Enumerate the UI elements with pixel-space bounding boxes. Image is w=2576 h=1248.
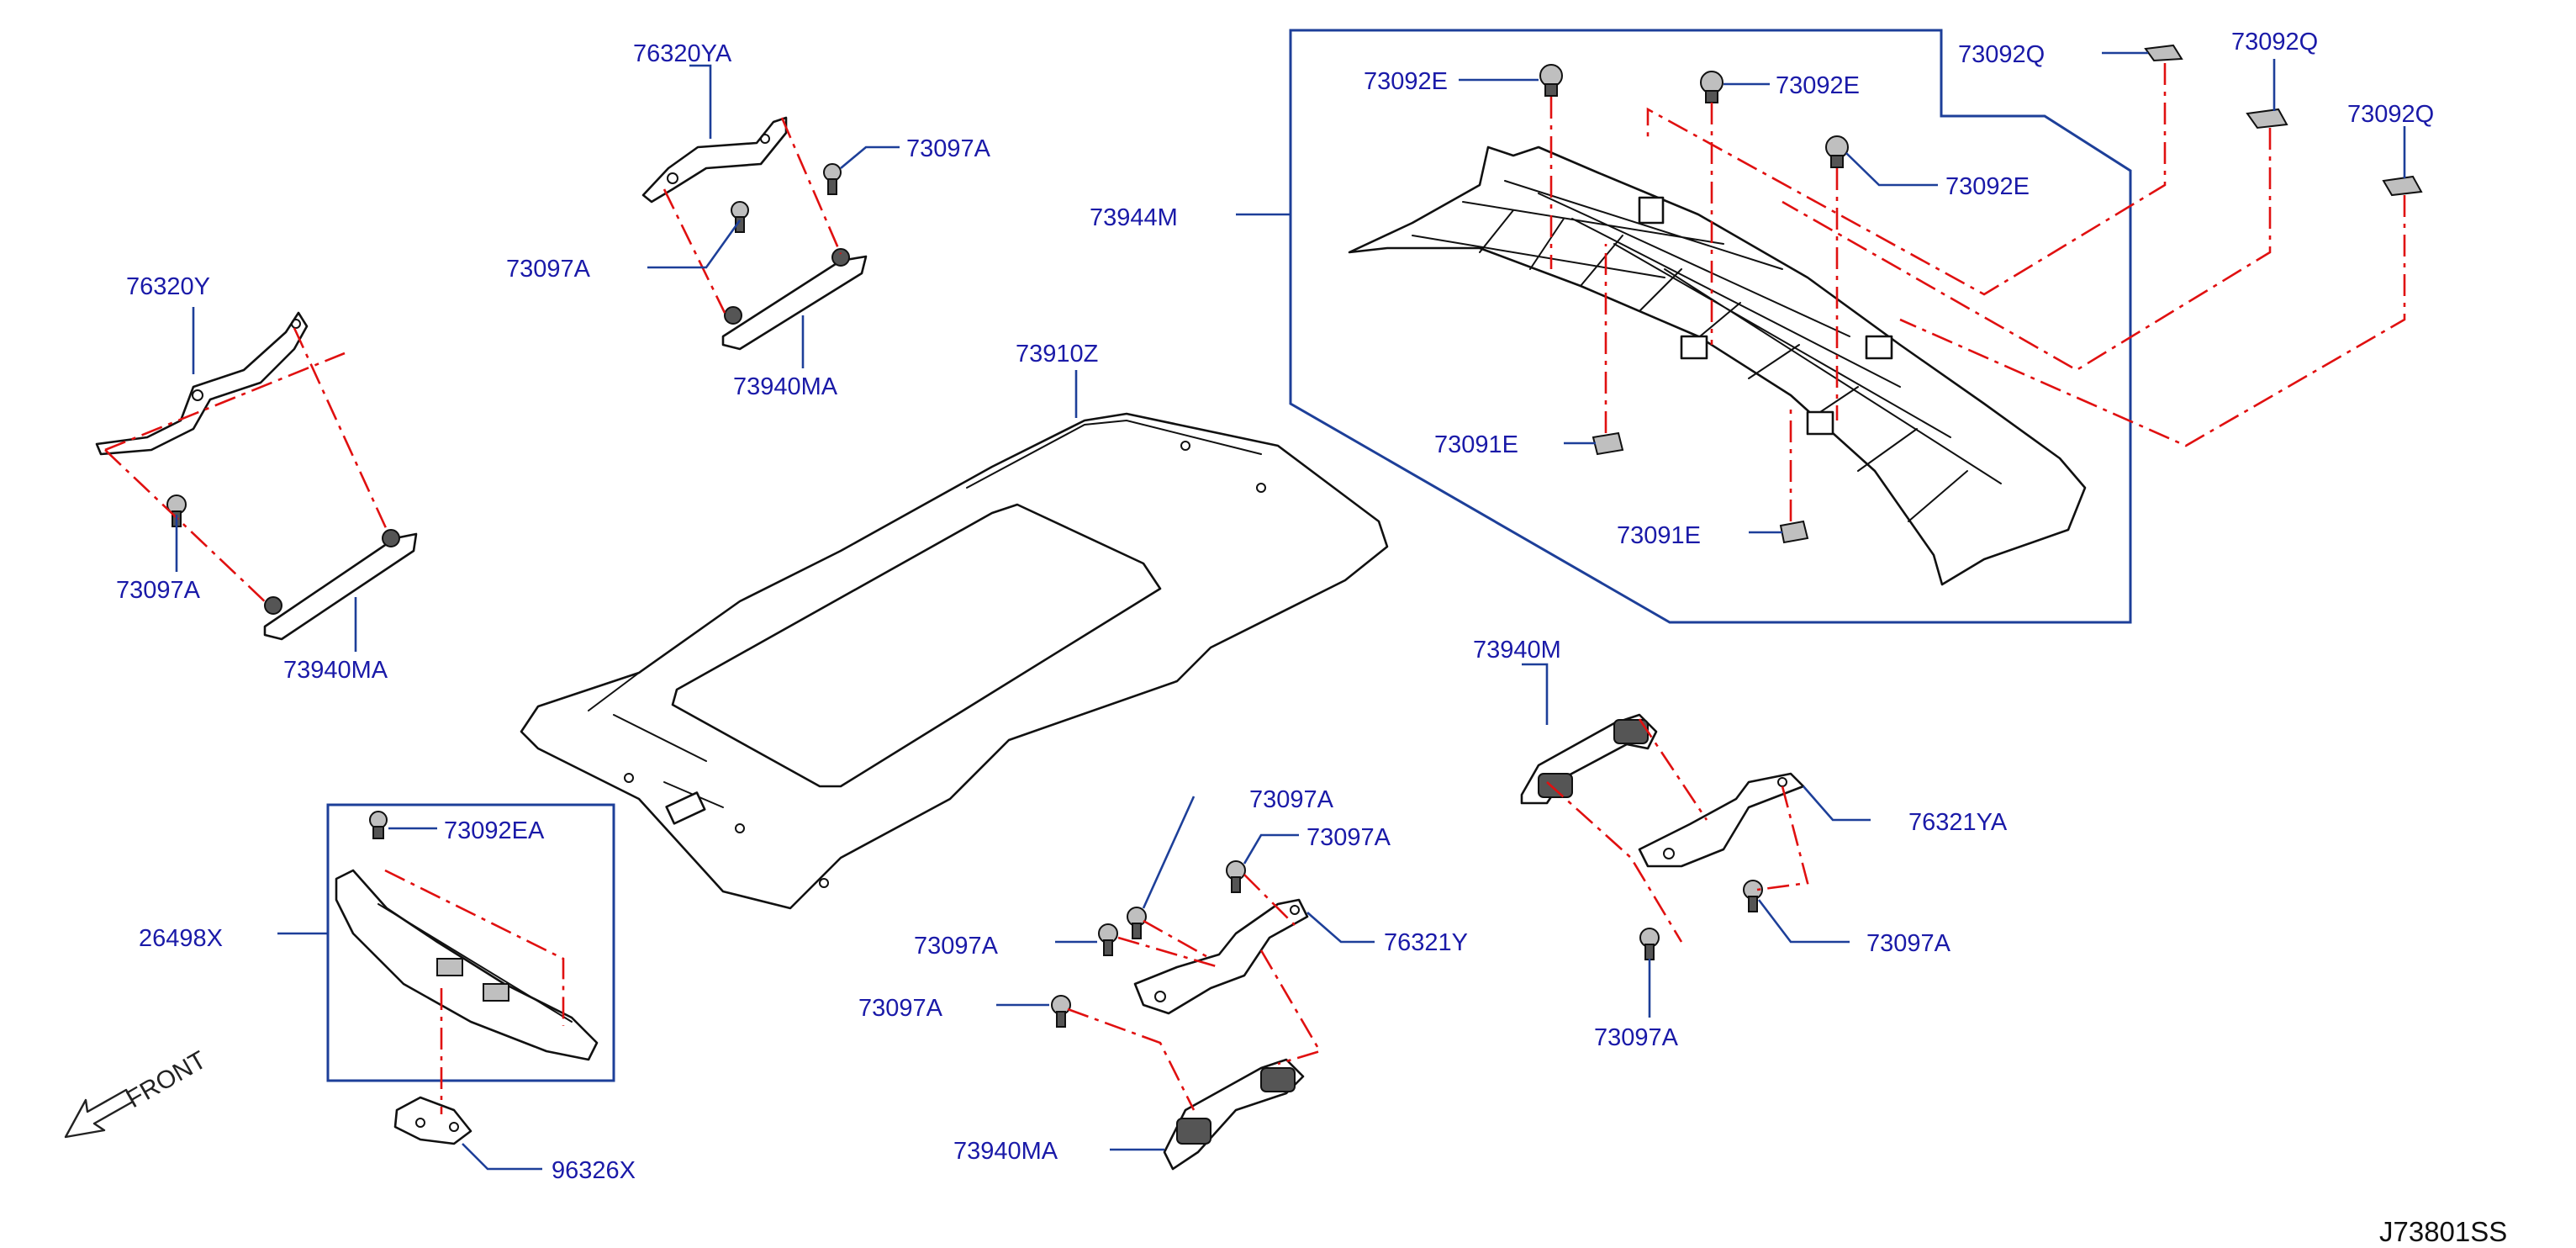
map-lamp-26498X <box>335 869 599 1061</box>
label-73092E-b: 73092E <box>1776 72 1860 99</box>
dash-right-handle-b <box>1638 718 1809 891</box>
dash-right-handle-a <box>1546 781 1683 943</box>
label-73097A-i: 73097A <box>858 995 943 1022</box>
clip-73097A-right-a <box>1743 880 1763 912</box>
label-73092EA: 73092EA <box>444 817 545 844</box>
label-73097A-c: 73097A <box>116 577 201 604</box>
label-73940MA-b: 73940MA <box>283 657 388 684</box>
clip-73097A-bottom-c <box>1098 923 1118 956</box>
label-73091E-a: 73091E <box>1434 431 1518 458</box>
clip-73092E-a <box>1539 64 1563 97</box>
clip-73092E-b <box>1700 71 1723 103</box>
dash-left-handle-b <box>293 327 388 531</box>
label-73091E-b: 73091E <box>1617 522 1701 549</box>
dash-rear-clips <box>1549 97 1839 521</box>
leader-73097A-d <box>1757 899 1850 944</box>
headlining-73910Z <box>520 412 1389 910</box>
label-73097A-d: 73097A <box>1866 930 1951 957</box>
bracket-76321YA <box>1638 772 1805 868</box>
pad-73092Q-a <box>2144 44 2183 62</box>
dash-rear-pads <box>1646 63 2406 447</box>
leader-76320YA <box>689 64 712 139</box>
grip-handle-73940MA-bottom <box>1163 1058 1305 1171</box>
clip-73097A-top-b <box>823 163 842 195</box>
label-73097A-g: 73097A <box>1306 824 1391 851</box>
clip-73091E-a <box>1592 431 1624 456</box>
cover-96326X <box>393 1096 472 1145</box>
label-73097A-e: 73097A <box>1594 1024 1679 1051</box>
label-73092Q-c: 73092Q <box>2347 101 2434 128</box>
clip-73092EA <box>369 811 388 839</box>
leader-73092E-c <box>1845 152 1938 187</box>
dash-bottom-handle-b <box>1067 949 1322 1111</box>
leader-73097A-f <box>1142 796 1196 909</box>
label-76320Y: 76320Y <box>126 273 210 300</box>
label-96326X: 96326X <box>552 1157 636 1184</box>
label-73092E-c: 73092E <box>1945 173 2030 200</box>
leader-76321YA <box>1803 785 1871 822</box>
dash-top-handle-a <box>662 188 726 314</box>
bracket-76321Y <box>1133 898 1309 1015</box>
leader-73097A-b <box>647 219 742 269</box>
label-73910Z: 73910Z <box>1016 341 1098 368</box>
label-76320YA: 76320YA <box>633 40 732 67</box>
label-26498X: 26498X <box>139 925 223 952</box>
label-73940MA-a: 73940MA <box>733 373 838 400</box>
box-map-lamp-group <box>326 803 615 1082</box>
rear-trim-73944M <box>1348 145 2087 586</box>
bracket-76320Y <box>95 311 309 456</box>
label-76321YA: 76321YA <box>1908 809 2008 836</box>
front-arrow <box>64 1088 135 1139</box>
leader-76321Y <box>1306 912 1375 944</box>
clip-73097A-bottom-b <box>1127 907 1147 939</box>
leader-73097A-a <box>840 145 900 169</box>
grip-handle-73940MA-left <box>263 529 418 641</box>
grip-handle-73940M <box>1520 713 1658 805</box>
label-73097A-b: 73097A <box>506 256 591 283</box>
label-73092E-a: 73092E <box>1364 68 1448 95</box>
grip-handle-73940MA-top <box>721 248 868 351</box>
front-label: FRONT <box>122 1046 211 1113</box>
label-73097A-a: 73097A <box>906 135 991 162</box>
clip-73091E-b <box>1779 520 1809 544</box>
label-73097A-f: 73097A <box>1249 786 1334 813</box>
label-73944M: 73944M <box>1090 204 1178 231</box>
leader-73097A-g <box>1243 833 1299 865</box>
dash-bottom-handle-a <box>1117 874 1296 969</box>
dash-map-lamp-a <box>384 869 565 1026</box>
clip-73092E-c <box>1825 135 1849 168</box>
label-73092Q-b: 73092Q <box>2231 29 2318 56</box>
label-76321Y: 76321Y <box>1384 929 1468 956</box>
dash-top-handle-b <box>780 117 842 255</box>
clip-73097A-bottom-d <box>1051 995 1071 1028</box>
pad-73092Q-b <box>2246 108 2288 130</box>
box-rear-trim-group <box>1289 29 2132 624</box>
clip-73097A-bottom-a <box>1226 860 1246 893</box>
label-73092Q-a: 73092Q <box>1958 41 2045 68</box>
clip-73097A-right-b <box>1639 928 1660 960</box>
dash-left-handle-a <box>104 352 346 606</box>
label-73940MA-c: 73940MA <box>953 1138 1058 1165</box>
label-73940M: 73940M <box>1473 637 1561 664</box>
clip-73097A-top-a <box>731 201 749 233</box>
leader-96326X <box>462 1143 542 1171</box>
label-73097A-h: 73097A <box>914 933 999 960</box>
leader-73940M <box>1522 663 1549 725</box>
pad-73092Q-c <box>2382 175 2423 197</box>
diagram-code: J73801SS <box>2379 1216 2507 1247</box>
